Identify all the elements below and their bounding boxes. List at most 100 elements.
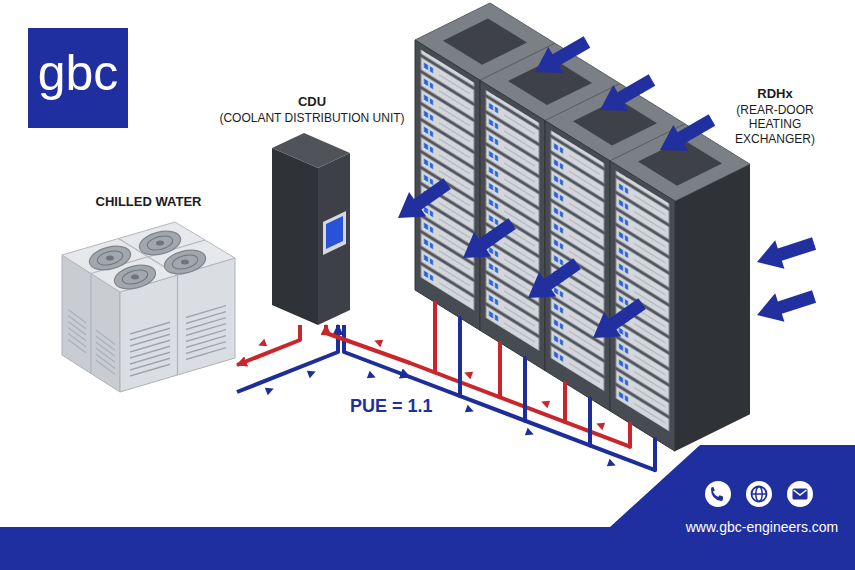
- chiller-illustration: [186, 336, 226, 348]
- chiller-illustration: [130, 358, 170, 370]
- flow-arrows: [367, 371, 377, 381]
- node-subheading: (COOLANT DISTRIBUTION UNIT): [192, 111, 432, 125]
- chiller-illustration: [96, 342, 115, 356]
- cdu-illustration: [318, 153, 350, 325]
- chiller-illustration: [130, 306, 226, 376]
- chiller-illustration: [68, 327, 86, 340]
- airflow-arrows: [653, 107, 720, 163]
- contact-icons: [787, 481, 813, 507]
- chiller-illustration: [130, 340, 170, 352]
- chiller-illustration: [62, 222, 235, 392]
- cdu-illustration: [323, 211, 346, 255]
- logo-box: gbc: [28, 28, 128, 128]
- contact-icons: [746, 481, 772, 507]
- pipe-network: [458, 318, 462, 396]
- chiller-illustration: [186, 318, 226, 330]
- chiller-illustration: [146, 234, 174, 253]
- chiller-illustration: [96, 234, 199, 287]
- pipe-network: [498, 343, 502, 398]
- server-racks: [610, 124, 750, 451]
- chiller-illustration: [68, 339, 86, 352]
- chiller-illustration: [186, 330, 226, 342]
- airflow-arrows: [752, 229, 818, 276]
- footer-band: [0, 445, 855, 570]
- airflow-arrows: [593, 67, 660, 123]
- contact-icons: [793, 489, 808, 500]
- flow-arrows: [525, 428, 535, 438]
- cdu-illustration: [272, 133, 350, 168]
- airflow-arrows: [584, 291, 650, 350]
- chiller-illustration: [186, 342, 226, 354]
- pipe-network: [410, 363, 630, 447]
- chiller-illustration: [68, 333, 86, 346]
- chiller-illustration: [156, 241, 164, 246]
- cdu-illustration: [272, 148, 318, 325]
- chiller-illustration: [130, 346, 170, 358]
- chiller-illustration: [90, 274, 91, 374]
- node-subheading: (REAR-DOOR HEATING EXCHANGER): [725, 103, 825, 146]
- chiller-illustration: [186, 306, 226, 318]
- pipe-network: [433, 302, 437, 372]
- contact-icons: [752, 487, 767, 502]
- chiller-illustration: [106, 241, 189, 280]
- chiller-illustration: [130, 328, 170, 340]
- node-heading: CHILLED WATER: [50, 194, 247, 210]
- contact-icons: [752, 493, 767, 495]
- coolant-pipe: [237, 325, 300, 365]
- chiller-illustration: [130, 322, 170, 334]
- chiller-illustration: [186, 348, 226, 360]
- contact-icons: [794, 490, 807, 495]
- pipe-network: [653, 439, 657, 470]
- chiller-illustration: [177, 275, 178, 375]
- pipe-network: [628, 423, 632, 446]
- airflow-arrows: [389, 171, 455, 230]
- chiller-illustration: [62, 222, 235, 292]
- flow-arrows: [607, 459, 617, 469]
- chiller-illustration: [96, 360, 115, 374]
- chiller-illustration: [68, 309, 115, 374]
- flow-arrows: [257, 339, 267, 349]
- rack-row: RDHx(REAR-DOOR HEATING EXCHANGER): [410, 0, 755, 455]
- chiller-illustration: [131, 275, 139, 280]
- node-heading: RDHx: [725, 86, 825, 102]
- chiller-illustration: [130, 334, 170, 346]
- chiller-illustration: [120, 258, 235, 392]
- cdu-cabinet: CDU(COOLANT DISTRIBUTION UNIT): [272, 132, 350, 325]
- chiller-illustration: [96, 348, 115, 362]
- coolant-pipe: [326, 325, 410, 363]
- coolant-pipe: [344, 325, 410, 377]
- flow-arrows: [307, 368, 317, 378]
- chiller-illustration: [68, 315, 86, 328]
- airflow-arrows: [752, 282, 818, 329]
- chiller-illustration: [171, 253, 199, 272]
- chiller-illustration: [96, 330, 115, 344]
- chiller-unit: CHILLED WATER: [60, 222, 237, 400]
- airflow-arrows: [454, 211, 520, 270]
- cdu-illustration: [272, 133, 350, 325]
- chiller-illustration: [96, 336, 115, 350]
- cdu-illustration: [326, 216, 343, 249]
- contact-icons: [711, 487, 723, 501]
- flow-arrows: [540, 398, 550, 408]
- chiller-illustration: [130, 364, 170, 376]
- chiller-illustration: [87, 227, 208, 293]
- flow-arrows: [465, 405, 475, 415]
- pipe-network: [588, 399, 592, 446]
- pipe-network: [563, 383, 567, 422]
- server-racks: [675, 164, 750, 451]
- contact-icons: [705, 481, 731, 507]
- chiller-illustration: [181, 260, 189, 265]
- chiller-illustration: [68, 321, 86, 334]
- airflow-arrows: [528, 29, 595, 85]
- chiller-illustration: [96, 249, 124, 268]
- contact-icons: [705, 481, 813, 507]
- chiller-illustration: [112, 261, 158, 293]
- flow-arrows: [595, 420, 605, 430]
- chiller-illustration: [96, 354, 115, 368]
- flow-arrows: [265, 385, 275, 395]
- logo-text: gbc: [28, 48, 128, 98]
- chiller-illustration: [162, 246, 208, 278]
- node-heading: CDU: [192, 94, 432, 110]
